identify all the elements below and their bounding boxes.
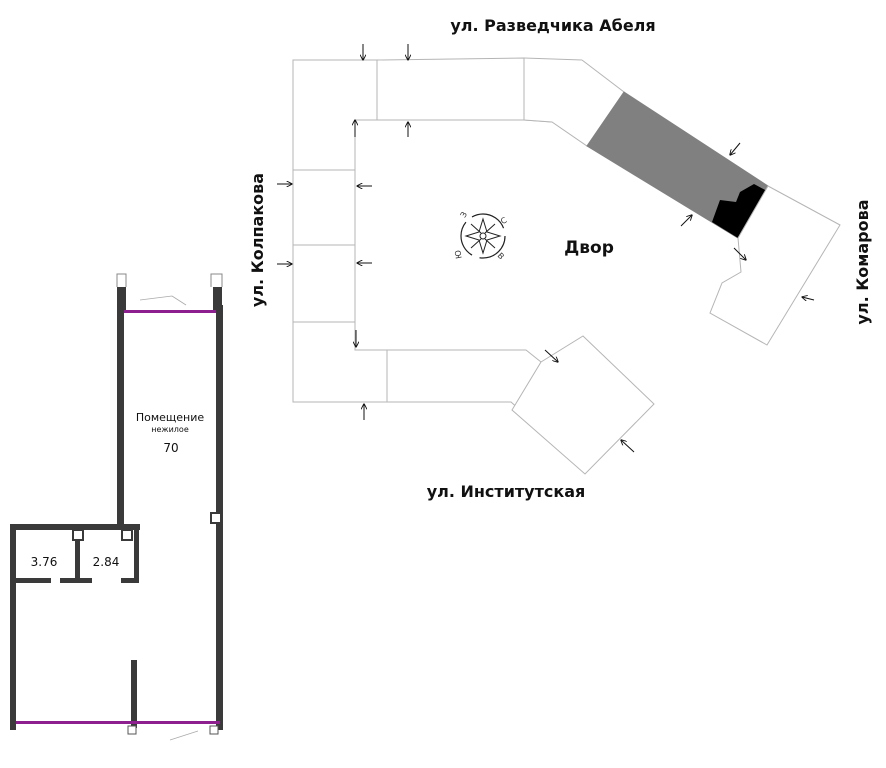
wall-niche bbox=[210, 512, 222, 524]
wall-annex-bottom-mid bbox=[60, 578, 92, 583]
shaft bbox=[121, 529, 133, 541]
compass: С В Ю З bbox=[453, 210, 508, 261]
small-room-2-area: 2.84 bbox=[93, 555, 120, 569]
wall-top-left-pier bbox=[117, 287, 126, 312]
street-north-label: ул. Разведчика Абеля bbox=[450, 16, 655, 35]
main-room-area: 70 bbox=[163, 441, 178, 455]
wall-annex-bottom-right bbox=[121, 578, 139, 583]
compass-ring bbox=[460, 213, 506, 259]
building-west-wing bbox=[292, 59, 388, 403]
compass-south: Ю bbox=[453, 249, 463, 259]
entrance-arrow bbox=[802, 297, 815, 300]
compass-north: С bbox=[499, 215, 509, 226]
wall-left-annex bbox=[10, 524, 16, 730]
window-bottom bbox=[14, 721, 220, 724]
door-swing bbox=[139, 295, 187, 306]
column-base bbox=[209, 725, 219, 735]
street-east-label: ул. Комарова bbox=[853, 199, 872, 324]
wall-top-right-pier bbox=[213, 287, 222, 312]
street-west-label: ул. Колпакова bbox=[248, 173, 267, 307]
entrance-arrow bbox=[733, 247, 746, 260]
column-base bbox=[127, 725, 137, 735]
entrance-arrow bbox=[730, 142, 741, 155]
small-room-1-area: 3.76 bbox=[31, 555, 58, 569]
building-north-wing bbox=[376, 57, 525, 121]
building-east-wing bbox=[709, 185, 841, 346]
floor-plan: Помещение нежилое 70 3.76 2.84 bbox=[10, 273, 223, 741]
wall-annex-bottom-left bbox=[10, 578, 51, 583]
main-room-type: нежилое bbox=[151, 425, 189, 434]
street-south-label: ул. Институтская bbox=[427, 482, 586, 501]
window-top bbox=[124, 310, 216, 313]
compass-star-icon bbox=[464, 217, 502, 255]
wall-partition-right bbox=[134, 527, 139, 583]
entrance-arrow bbox=[621, 440, 635, 453]
wall-left-upper bbox=[117, 305, 124, 527]
main-room-name: Помещение bbox=[136, 411, 205, 424]
entrance-arrow bbox=[544, 349, 558, 362]
door-swing bbox=[169, 730, 199, 741]
compass-west: З bbox=[459, 210, 469, 219]
entrance-arrows bbox=[277, 44, 815, 453]
entrance-arrow bbox=[680, 215, 692, 227]
highlighted-unit bbox=[712, 184, 767, 238]
building-block bbox=[292, 57, 841, 475]
building-south-tower bbox=[511, 335, 655, 475]
wall-partition bbox=[75, 527, 80, 583]
yard-label: Двор bbox=[564, 238, 614, 258]
compass-east: В bbox=[496, 251, 506, 261]
shaft bbox=[72, 529, 84, 541]
wall-column-bottom bbox=[131, 660, 137, 728]
